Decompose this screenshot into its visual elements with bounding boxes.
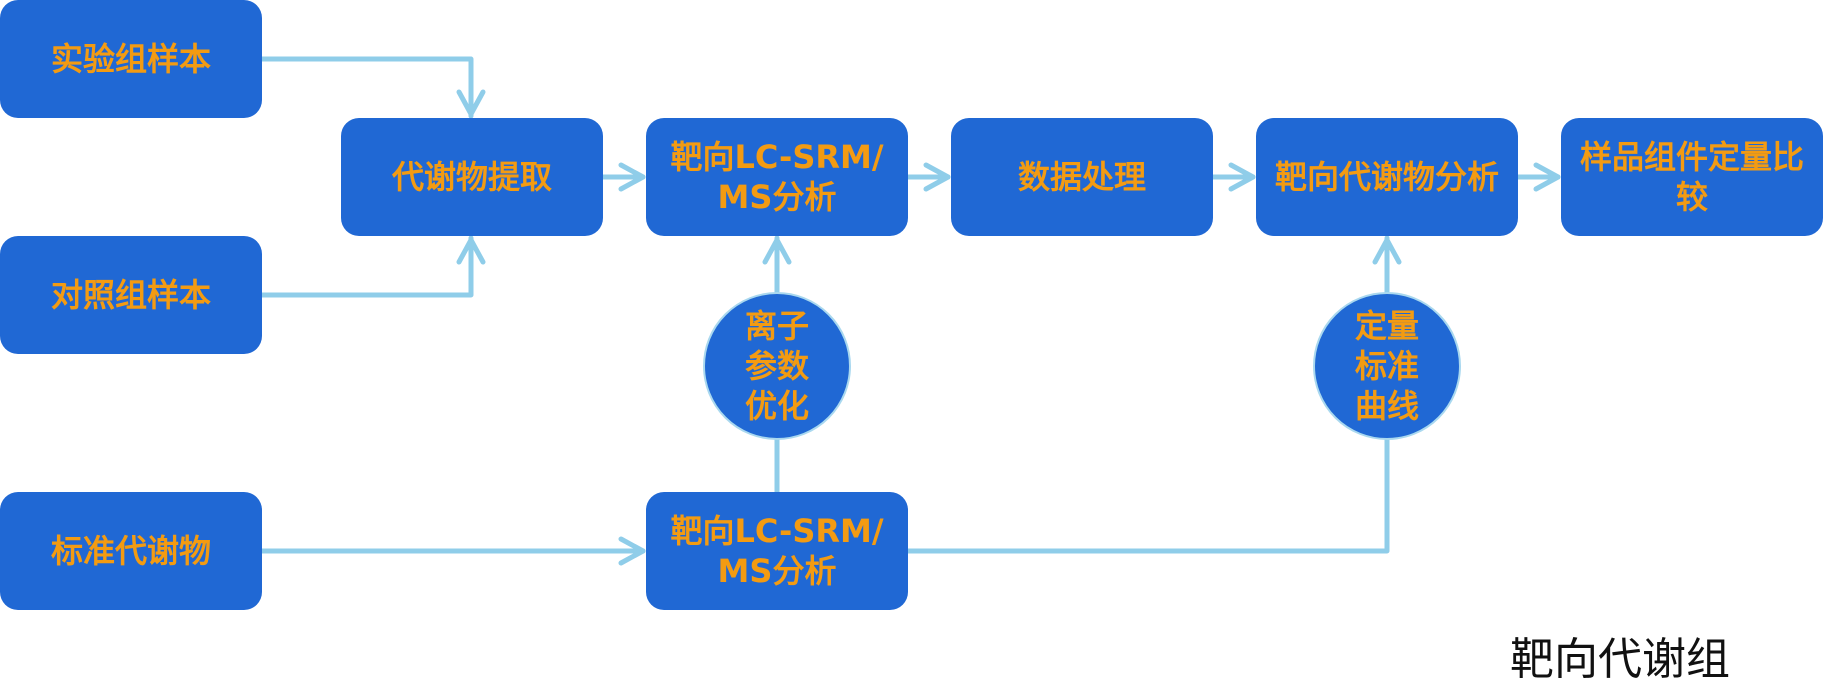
node-control-sample: 对照组样本 bbox=[0, 236, 262, 354]
node-ion-parameter-optimization-label: 离子参数优化 bbox=[745, 307, 810, 425]
node-lc-srm-ms-analysis-bottom: 靶向LC-SRM/MS分析 bbox=[646, 492, 908, 610]
node-targeted-metabolite-analysis-label: 靶向代谢物分析 bbox=[1274, 158, 1499, 196]
node-control-sample-label: 对照组样本 bbox=[50, 276, 211, 314]
arrowhead-data-to-analysis bbox=[1228, 162, 1256, 192]
node-quantitative-standard-curve: 定量标准曲线 bbox=[1313, 292, 1461, 440]
arrowhead-lcsrm1-to-data bbox=[923, 162, 951, 192]
node-experimental-sample-label: 实验组样本 bbox=[50, 40, 211, 78]
node-quantitative-comparison: 样品组件定量比较 bbox=[1561, 118, 1823, 236]
arrowhead-exp-to-extraction bbox=[456, 89, 486, 117]
node-standard-metabolite: 标准代谢物 bbox=[0, 492, 262, 610]
node-data-processing-label: 数据处理 bbox=[1017, 158, 1146, 196]
node-lc-srm-ms-analysis-bottom-label: 靶向LC-SRM/MS分析 bbox=[670, 512, 884, 590]
diagram-caption: 靶向代谢组 bbox=[1510, 634, 1730, 685]
arrowhead-stdcurve-to-analysis bbox=[1372, 237, 1402, 265]
arrowhead-extraction-to-lcsrm1 bbox=[618, 162, 646, 192]
arrowhead-analysis-to-compare bbox=[1533, 162, 1561, 192]
node-experimental-sample: 实验组样本 bbox=[0, 0, 262, 118]
node-standard-metabolite-label: 标准代谢物 bbox=[50, 532, 211, 570]
arrowhead-ionopt-to-lcsrm1 bbox=[762, 237, 792, 265]
arrowhead-ctrl-to-extraction bbox=[456, 237, 486, 265]
node-metabolite-extraction: 代谢物提取 bbox=[341, 118, 603, 236]
node-data-processing: 数据处理 bbox=[951, 118, 1213, 236]
node-quantitative-comparison-label: 样品组件定量比较 bbox=[1579, 138, 1804, 216]
node-metabolite-extraction-label: 代谢物提取 bbox=[391, 158, 552, 196]
connector-exp-to-extraction bbox=[259, 56, 474, 119]
node-quantitative-standard-curve-label: 定量标准曲线 bbox=[1355, 307, 1420, 425]
node-lc-srm-ms-analysis-top-label: 靶向LC-SRM/MS分析 bbox=[670, 138, 884, 216]
node-ion-parameter-optimization: 离子参数优化 bbox=[703, 292, 851, 440]
connector-ctrl-to-extraction bbox=[259, 235, 474, 298]
arrowhead-std-to-lcsrm2 bbox=[618, 536, 646, 566]
node-lc-srm-ms-analysis-top: 靶向LC-SRM/MS分析 bbox=[646, 118, 908, 236]
node-targeted-metabolite-analysis: 靶向代谢物分析 bbox=[1256, 118, 1518, 236]
connector-lcsrm2-to-stdcurve bbox=[905, 437, 1390, 554]
